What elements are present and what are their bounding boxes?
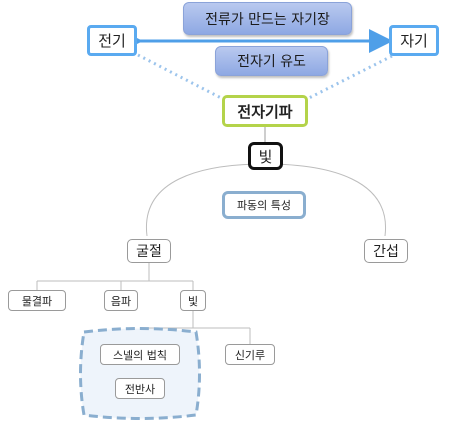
magnetism-node: 자기 [389,25,439,56]
light-small-node: 빛 [180,290,206,311]
mirage-node: 신기루 [225,344,275,365]
interference-node: 간섭 [364,239,408,263]
electromagnetic-wave-node: 전자기파 [222,95,308,127]
dotted-link-right [304,54,393,102]
induction-label: 전자기 유도 [215,46,328,76]
snell-group-wave-frame [79,327,201,420]
snell-law-node: 스넬의 법칙 [100,344,180,365]
dotted-link-left [137,53,226,102]
water-wave-node: 물결파 [8,290,66,311]
total-reflection-node: 전반사 [115,378,165,399]
current-magnetic-field-label: 전류가 만드는 자기장 [183,2,352,35]
sound-wave-node: 음파 [104,290,138,311]
wave-property-node: 파동의 특성 [222,191,306,219]
light-node: 빛 [248,142,283,170]
refraction-node: 굴절 [127,239,171,263]
electricity-node: 전기 [87,25,137,56]
